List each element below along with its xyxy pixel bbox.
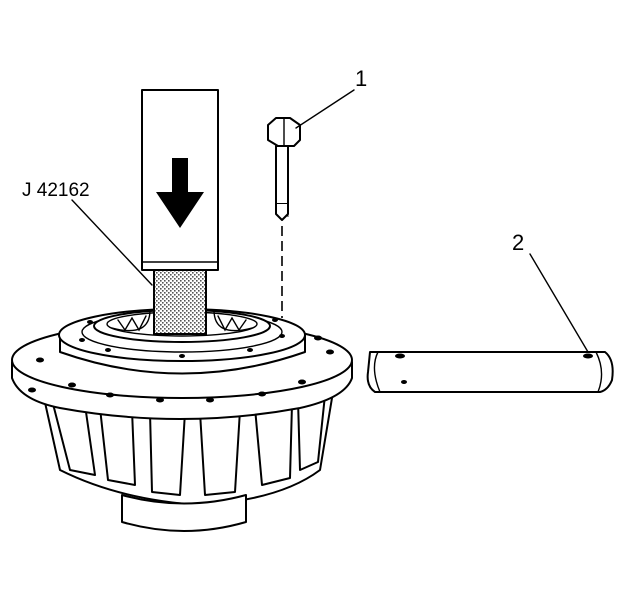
down-arrow-icon xyxy=(156,158,204,228)
tool-label: J 42162 xyxy=(22,180,90,201)
ring-bolt-holes xyxy=(79,318,285,358)
pinion-cross-shaft xyxy=(366,351,614,393)
callout-2: 2 xyxy=(512,230,524,255)
ring-gear-bolt xyxy=(267,117,301,318)
side-gear-teeth xyxy=(111,309,253,332)
tool-j42162 xyxy=(141,89,219,335)
flange-bolt-holes xyxy=(28,335,334,403)
callout-1: 1 xyxy=(355,66,367,91)
differential-case xyxy=(11,308,353,532)
leader-lines xyxy=(71,89,589,353)
